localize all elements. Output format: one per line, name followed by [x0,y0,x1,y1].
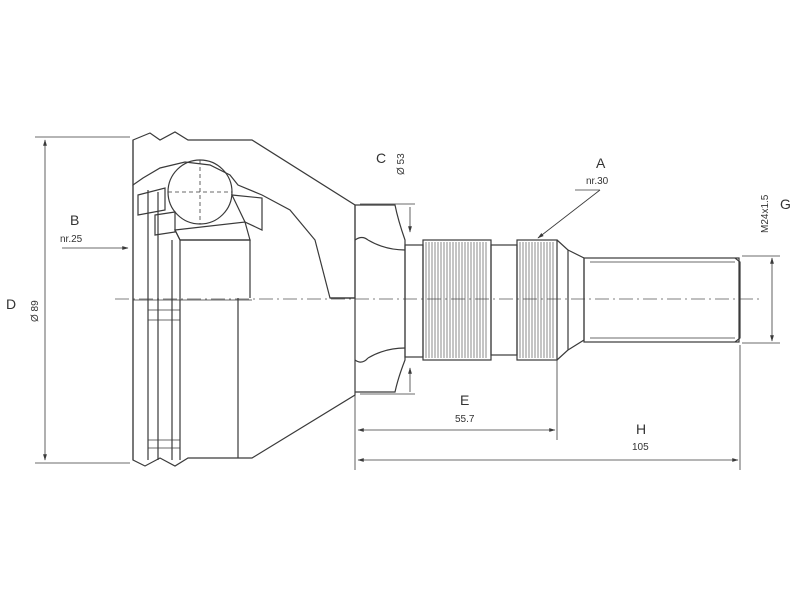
dim-g-value: M24x1.5 [760,194,771,233]
stub-shaft [354,204,741,393]
label-a: A [596,155,606,171]
label-e: E [460,392,469,408]
dim-b-value: nr.25 [60,234,83,245]
label-g: G [780,196,791,212]
spline-teeth-outer [519,242,554,358]
dim-d-value: Ø 89 [30,300,41,322]
label-d: D [6,296,16,312]
dim-e-value: 55.7 [455,414,475,425]
dim-a-value: nr.30 [586,176,609,187]
label-b: B [70,212,79,228]
label-c: C [376,150,386,166]
outer-housing [132,131,356,467]
dim-c-value: Ø 53 [396,153,407,175]
dimension-lines [35,136,780,470]
label-h: H [636,421,646,437]
dim-h-value: 105 [632,442,649,453]
spline-teeth-inner [425,242,487,358]
